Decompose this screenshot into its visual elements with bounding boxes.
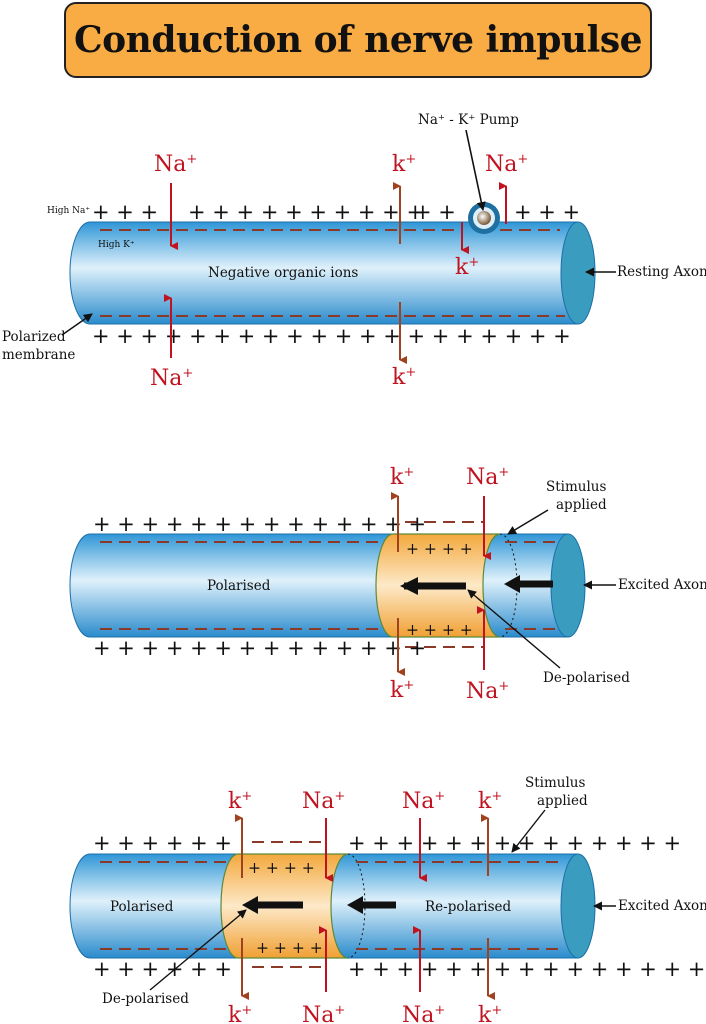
title-banner: Conduction of nerve impulse — [64, 2, 652, 78]
k-ion-label: k+ — [478, 789, 502, 814]
k-ion-label: k+ — [390, 678, 414, 703]
page-title: Conduction of nerve impulse — [73, 19, 643, 61]
stimulus-pointer — [511, 809, 546, 853]
depolarised-label: De-polarised — [543, 670, 630, 686]
na-ion-label: Na+ — [485, 152, 528, 177]
inner-positive-row: + + + + — [256, 939, 323, 957]
k-ion-label: k+ — [392, 152, 416, 177]
polarised-text: Polarised — [110, 899, 174, 915]
inner-positive-row: + + + + — [248, 859, 315, 877]
stimulus-label: Stimulus — [546, 479, 606, 495]
k-ion-label: k+ — [455, 255, 479, 280]
positive-charge-row: + + + + + + + + + + + + + + — [348, 831, 681, 855]
stimulus-label: applied — [556, 497, 607, 513]
polarized-membrane-label: Polarized — [2, 329, 66, 345]
positive-charge-row: + + + + + + + + + + + + + + — [93, 636, 426, 660]
na-ion-label: Na+ — [466, 465, 509, 490]
depolarised-pointer — [467, 589, 561, 669]
impulse-direction-arrowhead — [347, 896, 363, 914]
center-text: Negative organic ions — [208, 265, 358, 281]
pump-pointer — [465, 129, 486, 211]
na-ion-label: Na+ — [466, 679, 509, 704]
repolarised-text: Re-polarised — [425, 899, 512, 915]
impulse-direction-arrowhead — [242, 896, 258, 914]
impulse-direction-arrowhead — [504, 575, 520, 593]
na-ion-label: Na+ — [302, 789, 345, 814]
panel-resting-axon: + + + + + + + + + + + + + + + + + + + + … — [2, 112, 706, 391]
axon-end-face — [560, 221, 596, 325]
k-ion-label: k+ — [478, 1003, 502, 1024]
na-ion-label: Na+ — [150, 366, 193, 391]
stimulus-label: applied — [537, 793, 588, 809]
axon-tube — [69, 533, 569, 638]
positive-charge-row: + + + + + + + + + + + + + + + + + + + + — [92, 324, 571, 348]
positive-charge-row: + + + — [514, 200, 580, 224]
positive-charge-row: + + + + + + + + + + + + + + + — [348, 957, 705, 981]
depolarised-pointer — [149, 909, 247, 991]
positive-charge-row: + + + + + + — [93, 831, 232, 855]
positive-charge-row: + + — [414, 200, 456, 224]
axon-end-face — [560, 853, 596, 959]
excited-axon-label: Excited Axon — [618, 577, 706, 593]
na-ion-label: Na+ — [402, 1003, 445, 1024]
polarized-membrane-label: membrane — [2, 347, 75, 363]
resting-axon-label: Resting Axon — [617, 264, 706, 280]
pump-label: Na⁺ - K⁺ Pump — [418, 112, 519, 128]
na-ion-label: Na+ — [302, 1003, 345, 1024]
positive-charge-row: + + + + + + — [93, 957, 232, 981]
k-ion-label: k+ — [392, 365, 416, 390]
stimulus-label: Stimulus — [525, 775, 585, 791]
positive-charge-row: + + + + + + + + + + + + + + — [93, 512, 426, 536]
na-ion-label: Na+ — [154, 152, 197, 177]
k-ion-label: k+ — [228, 789, 252, 814]
positive-charge-row: + + + — [92, 200, 158, 224]
depolarised-label: De-polarised — [102, 991, 189, 1007]
axon-tube — [69, 221, 579, 325]
panel-conduction: + + + + + + + + + + + + + + + + + + + + … — [69, 775, 706, 1024]
excited-axon-label: Excited Axon — [618, 898, 706, 914]
k-ion-label: k+ — [228, 1003, 252, 1024]
stimulus-ring — [347, 853, 366, 959]
membrane-pointer — [61, 313, 93, 336]
high-na-label: High Na⁺ — [47, 206, 90, 216]
panel-excited-axon: + + + + + + + + + + + + + + + + + + + + … — [69, 465, 706, 704]
na-ion-label: Na+ — [402, 789, 445, 814]
high-k-label: High K⁺ — [98, 240, 135, 250]
stimulus-pointer — [507, 509, 549, 535]
axon-end-face — [550, 533, 586, 638]
impulse-direction-arrowhead — [400, 577, 418, 595]
inner-positive-row: + + + + — [406, 540, 473, 558]
center-text: Polarised — [207, 578, 271, 594]
k-ion-label: k+ — [390, 465, 414, 490]
positive-charge-row: + + + + + + + + + + — [188, 200, 424, 224]
inner-positive-row: + + + + — [406, 621, 473, 639]
